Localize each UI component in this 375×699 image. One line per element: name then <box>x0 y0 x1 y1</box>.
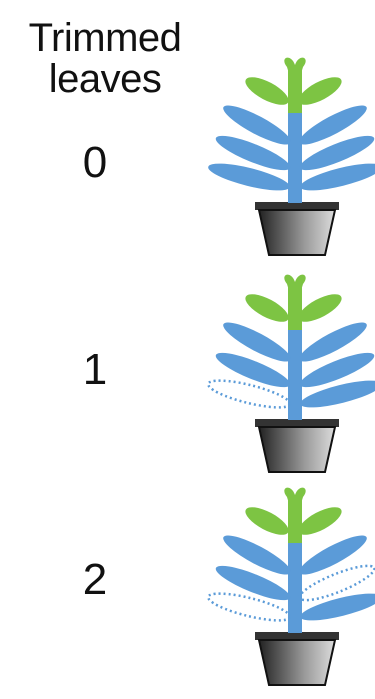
leaf-r3 <box>300 380 375 408</box>
header-line-2: leaves <box>48 57 162 101</box>
pot <box>255 202 339 256</box>
leaf-r3 <box>300 163 375 191</box>
plant-1-trimmed <box>206 274 375 473</box>
leaves-green <box>245 274 342 334</box>
column-header: Trimmed leaves <box>0 18 210 100</box>
green-stem-top <box>288 495 302 547</box>
blue-stem <box>288 330 302 420</box>
leaf-r2 <box>299 135 375 171</box>
leaf-l3 <box>208 163 290 191</box>
leaves-blue <box>208 105 375 203</box>
leaf-r3 <box>300 593 375 621</box>
green-stem-top <box>288 65 302 117</box>
blue-stem <box>288 113 302 203</box>
blue-stem <box>288 543 302 633</box>
leaf-r1 <box>299 105 367 145</box>
pot-rim <box>255 632 339 640</box>
leaves-green <box>245 57 342 117</box>
green-leaf-right <box>298 507 342 535</box>
leaf-l1 <box>223 322 291 362</box>
trimmed-leaf-outline-right <box>298 564 375 602</box>
leaf-l2 <box>215 135 291 171</box>
green-leaf-left <box>245 507 289 535</box>
green-leaf-right <box>298 294 342 322</box>
row-label-1: 1 <box>82 345 108 394</box>
header-line-1: Trimmed <box>28 16 182 60</box>
green-stem-top <box>288 282 302 334</box>
pot-rim <box>255 202 339 210</box>
plant-0-untrimmed <box>208 57 375 256</box>
green-leaf-left <box>245 77 289 105</box>
leaf-r1 <box>299 535 367 575</box>
row-label-0: 0 <box>82 138 108 187</box>
pot <box>255 632 339 686</box>
leaf-l1 <box>223 535 291 575</box>
pot-body <box>257 209 337 256</box>
pot <box>255 419 339 473</box>
leaves-green <box>245 487 342 547</box>
leaves-blue <box>215 535 375 633</box>
green-leaf-right <box>298 77 342 105</box>
green-leaf-left <box>245 294 289 322</box>
leaf-l1 <box>223 105 291 145</box>
pot-body <box>257 639 337 686</box>
leaf-l2 <box>215 565 291 601</box>
pot-body <box>257 426 337 473</box>
leaf-l2 <box>215 352 291 388</box>
plant-2-trimmed <box>206 487 375 686</box>
pot-rim <box>255 419 339 427</box>
leaves-blue <box>215 322 375 420</box>
leaf-r1 <box>299 322 367 362</box>
row-label-2: 2 <box>82 555 108 604</box>
leaf-r2 <box>299 352 375 388</box>
